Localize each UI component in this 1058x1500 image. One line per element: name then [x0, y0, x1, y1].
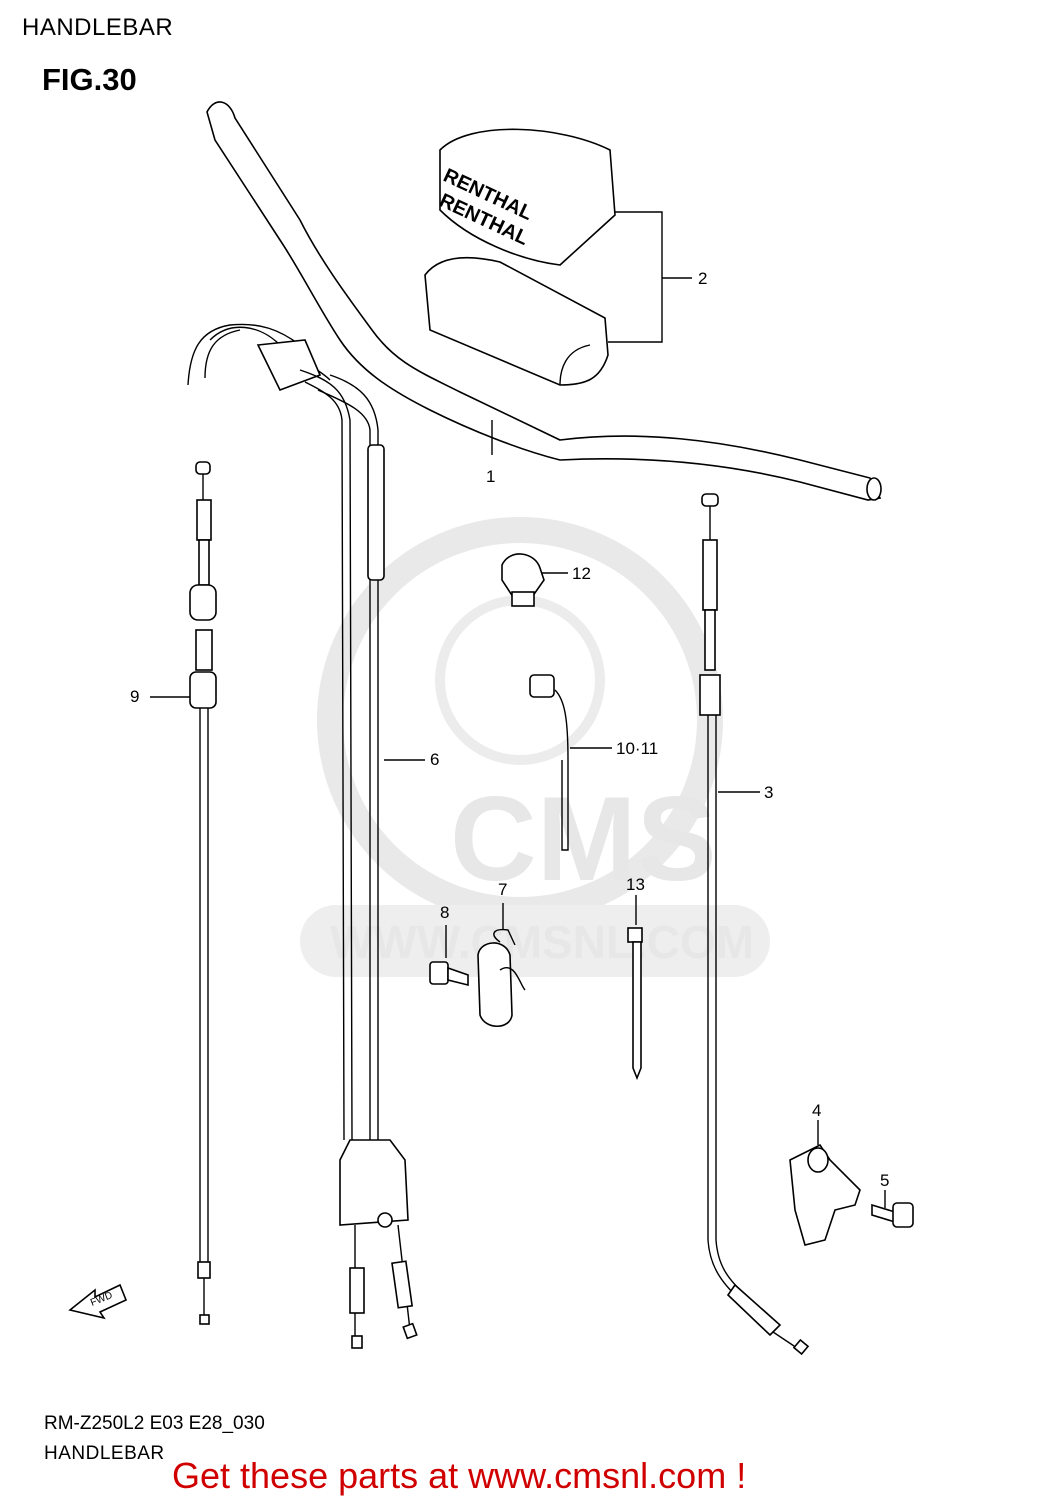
label-9: 9: [130, 687, 139, 706]
section-header: HANDLEBAR: [22, 14, 174, 41]
hot-start-cable: 9: [130, 461, 217, 1325]
label-7: 7: [498, 880, 507, 899]
label-1: 1: [486, 467, 495, 486]
fwd-arrow-icon: FWD: [68, 1283, 128, 1320]
label-13: 13: [626, 875, 645, 894]
footer-section: HANDLEBAR: [44, 1443, 165, 1464]
wire-clamp: 7: [477, 880, 526, 1028]
label-12: 12: [572, 564, 591, 583]
watermark: CMS WWW.CMSNL.COM: [300, 517, 770, 977]
cable-holder: 4: [789, 1101, 861, 1246]
label-8: 8: [440, 903, 449, 922]
handlebar: 1: [206, 101, 882, 501]
clutch-cable: 3: [699, 493, 810, 1356]
label-3: 3: [764, 783, 773, 802]
cable-tie: 13: [626, 875, 645, 1081]
label-4: 4: [812, 1101, 821, 1120]
cta-link[interactable]: Get these parts at www.cmsnl.com !: [172, 1455, 747, 1496]
figure-number: FIG.30: [42, 62, 137, 97]
throttle-cable: 6: [187, 323, 439, 1349]
bar-pad: RENTHAL RENTHAL 2: [424, 128, 707, 386]
label-6: 6: [430, 750, 439, 769]
label-2: 2: [698, 269, 707, 288]
footer-model: RM-Z250L2 E03 E28_030: [44, 1413, 265, 1434]
watermark-url: WWW.CMSNL.COM: [330, 916, 754, 968]
label-10-11: 10·11: [616, 739, 658, 758]
clip: 12: [501, 553, 591, 607]
label-5: 5: [880, 1171, 889, 1190]
watermark-big: CMS: [450, 772, 717, 906]
bolt: 5: [871, 1171, 914, 1228]
screw: 8: [429, 903, 469, 987]
clamp-set: 10·11: [529, 674, 658, 851]
